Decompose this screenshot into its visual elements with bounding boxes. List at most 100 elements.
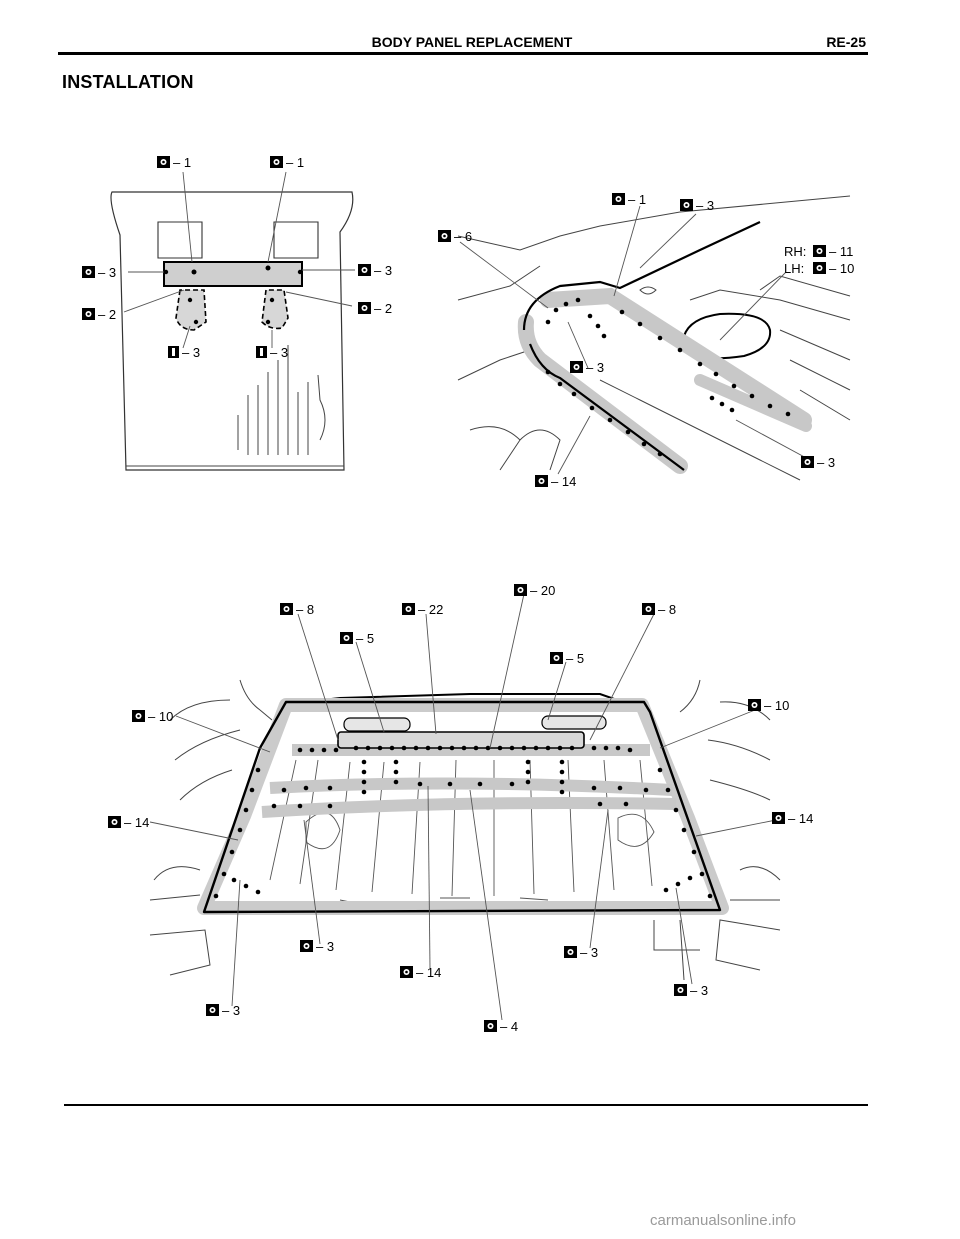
tie-down-left (343, 717, 411, 732)
spot-weld-icon (400, 966, 413, 978)
spot-weld-icon (438, 230, 451, 242)
spot-weld-icon (340, 632, 353, 644)
label-spot-weld-3-rear-left: – 3 (222, 1003, 240, 1018)
header-divider (58, 52, 868, 55)
spot-weld-icon (550, 652, 563, 664)
label-rh: RH: (784, 244, 806, 259)
spot-weld-icon (82, 266, 95, 278)
label-spot-weld-3-rear-right: – 3 (690, 983, 708, 998)
bracket-right (261, 289, 289, 330)
figure-2-weld-points (545, 297, 791, 457)
arc-weld-icon (256, 346, 267, 358)
page-header-title: BODY PANEL REPLACEMENT (371, 34, 573, 50)
label-spot-weld-3-top: – 3 (696, 198, 714, 213)
bracket-left (175, 289, 207, 331)
spot-weld-icon (402, 603, 415, 615)
spot-weld-icon (484, 1020, 497, 1032)
surrounding-body-lines (149, 679, 781, 981)
spot-weld-icon (300, 940, 313, 952)
label-spot-weld-10-left: – 10 (148, 709, 173, 724)
label-spot-weld-22: – 22 (418, 602, 443, 617)
label-spot-weld-10: – 10 (829, 261, 854, 276)
spot-weld-icon (674, 984, 687, 996)
floor-panel-outline (110, 191, 354, 471)
label-spot-weld-5-right: – 5 (566, 651, 584, 666)
spot-weld-icon (514, 584, 527, 596)
spot-weld-icon (157, 156, 170, 168)
label-spot-weld-14-left: – 14 (124, 815, 149, 830)
body-structure-lines (457, 195, 851, 481)
spot-weld-icon (612, 193, 625, 205)
label-spot-weld-10-right: – 10 (764, 698, 789, 713)
sealer-band-outer (517, 314, 688, 474)
spot-weld-icon (108, 816, 121, 828)
section-title: INSTALLATION (62, 72, 194, 92)
wheelhouse-outline (157, 221, 319, 259)
figure-3-leader-lines (149, 593, 777, 1021)
label-spot-weld-5-left: – 5 (356, 631, 374, 646)
label-spot-weld-6: – 6 (454, 229, 472, 244)
sealer-band-rear (261, 797, 677, 818)
figure-3-weld-points (213, 745, 713, 899)
arc-weld-icon (168, 346, 179, 358)
panel-edge-outline (522, 221, 761, 331)
footer-divider (64, 1104, 868, 1106)
sealer-band-lower (694, 374, 812, 432)
label-spot-weld-14-bottom: – 14 (416, 965, 441, 980)
spot-weld-icon (813, 245, 826, 257)
label-spot-weld-3-bottom: – 3 (817, 455, 835, 470)
label-spot-weld-1-right: – 1 (286, 155, 304, 170)
spot-weld-icon (270, 156, 283, 168)
label-arc-weld-3-right: – 3 (270, 345, 288, 360)
spot-weld-icon (564, 946, 577, 958)
label-spot-weld-3-middle: – 3 (586, 360, 604, 375)
spot-weld-icon (748, 699, 761, 711)
spot-weld-icon (772, 812, 785, 824)
floor-edge-outline (528, 343, 685, 471)
floor-ribs (126, 345, 344, 467)
tie-down-right (541, 715, 607, 730)
label-spot-weld-3-right: – 3 (374, 263, 392, 278)
figure-1-background (90, 158, 395, 470)
label-spot-weld-1-left: – 1 (173, 155, 191, 170)
spot-weld-icon (280, 603, 293, 615)
spot-weld-icon (801, 456, 814, 468)
label-spot-weld-14: – 14 (551, 474, 576, 489)
label-spot-weld-1: – 1 (628, 192, 646, 207)
sealer-band-inner (540, 287, 812, 428)
spot-weld-icon (813, 262, 826, 274)
sealer-band-middle (269, 777, 673, 796)
figure-1-rear-floor-top-view: – 1 – 1 – 3 – 3 – 2 – 2 – 3 – 3 (82, 155, 395, 471)
label-lh: LH: (784, 261, 804, 276)
label-spot-weld-3-left: – 3 (98, 265, 116, 280)
label-spot-weld-20: – 20 (530, 583, 555, 598)
label-spot-weld-3-front-right: – 3 (580, 945, 598, 960)
label-spot-weld-2-right: – 2 (374, 301, 392, 316)
label-spot-weld-4: – 4 (500, 1019, 518, 1034)
figure-1-weld-points (163, 265, 303, 325)
spot-weld-icon (358, 264, 371, 276)
watermark-text: carmanualsonline.info (650, 1212, 796, 1229)
figure-3-rear-floor-perspective: – 20 – 8 – 22 – 8 – 5 – 5 – 10 – 10 – 14… (108, 583, 813, 1034)
figure-2-perspective-detail: – 1 – 3 – 6 RH: – 11 LH: – 10 – 3 – 3 – … (438, 192, 854, 489)
sealer-band-perimeter (197, 698, 729, 915)
spot-weld-icon (358, 302, 371, 314)
label-spot-weld-8-right: – 8 (658, 602, 676, 617)
label-spot-weld-2-left: – 2 (98, 307, 116, 322)
spot-weld-icon (206, 1004, 219, 1016)
page-number: RE-25 (826, 34, 866, 50)
label-spot-weld-14-right: – 14 (788, 811, 813, 826)
spot-weld-icon (82, 308, 95, 320)
spot-weld-icon (132, 710, 145, 722)
rear-crossmember (337, 731, 585, 749)
spot-weld-icon (642, 603, 655, 615)
spot-weld-icon (535, 475, 548, 487)
crossmember-panel (163, 261, 303, 287)
label-spot-weld-8-left: – 8 (296, 602, 314, 617)
spot-weld-icon (680, 199, 693, 211)
label-arc-weld-3-left: – 3 (182, 345, 200, 360)
spot-weld-icon (570, 361, 583, 373)
label-spot-weld-3-front-left: – 3 (316, 939, 334, 954)
figure-2-leader-lines (459, 205, 811, 475)
